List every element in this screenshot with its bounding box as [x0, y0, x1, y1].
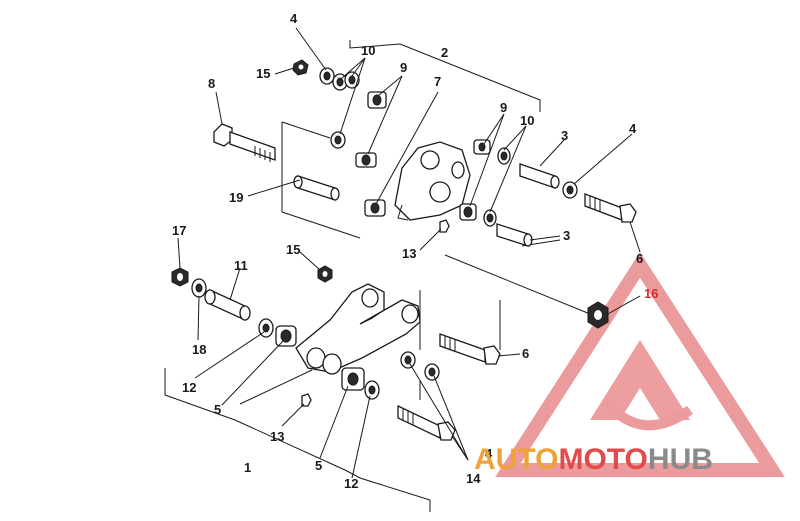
callout-1: 1 [244, 460, 251, 475]
leader-lines [177, 27, 641, 479]
washer-18 [191, 278, 207, 298]
automotohub-logo [495, 252, 785, 477]
callout-labels: 1 2 3 3 4 4 4 5 5 6 6 7 8 9 9 10 10 11 1… [172, 11, 658, 491]
bolt-14 [397, 404, 456, 441]
collar-11 [204, 288, 251, 322]
callout-4-lower: 4 [485, 446, 493, 461]
collar-3 [496, 163, 560, 247]
callout-14: 14 [466, 471, 481, 486]
bolt-6-lower [439, 333, 501, 365]
bolt-8 [213, 123, 276, 162]
seal-10-upper [330, 71, 360, 149]
callout-4-upper-left: 4 [290, 11, 298, 26]
callout-13-upper: 13 [402, 246, 416, 261]
callout-18: 18 [192, 342, 206, 357]
callout-2: 2 [441, 45, 448, 60]
wordmark-hub: HUB [648, 443, 713, 476]
bearing-9-right [459, 139, 491, 221]
callout-9-right: 9 [500, 100, 507, 115]
nut-15-lower [317, 265, 333, 283]
seal-10-right [483, 147, 511, 227]
callout-7: 7 [434, 74, 441, 89]
callout-9-upper-left: 9 [400, 60, 407, 75]
callout-3-lower: 3 [563, 228, 570, 243]
callout-11: 11 [234, 258, 248, 273]
automotohub-wordmark: AUTOMOTOHUB [474, 443, 713, 476]
callout-5-left: 5 [214, 402, 221, 417]
callout-4-upper-right: 4 [629, 121, 637, 136]
callout-6-upper: 6 [636, 251, 643, 266]
callout-19: 19 [229, 190, 243, 205]
collar-19 [293, 175, 340, 201]
svg-text:AUTOMOTOHUB: AUTOMOTOHUB [474, 443, 713, 476]
bearing-5-right [341, 367, 365, 391]
bearing-5-left [275, 325, 297, 347]
callout-15-upper: 15 [256, 66, 270, 81]
callout-12-left: 12 [182, 380, 196, 395]
nut-13-lower [301, 393, 312, 407]
washer-4-right [562, 181, 578, 199]
callout-16: 16 [644, 286, 658, 301]
bolt-6-upper [584, 193, 637, 223]
callout-8: 8 [208, 76, 215, 91]
wordmark-auto: AUTO [474, 443, 558, 476]
washer-4-upper [319, 67, 335, 85]
callout-10-right: 10 [520, 113, 534, 128]
callout-3-upper: 3 [561, 128, 568, 143]
bracket-assembly-1 [164, 254, 601, 512]
rocker-arm-7 [394, 141, 471, 221]
washer-4-lower [400, 351, 440, 381]
callout-6-lower: 6 [522, 346, 529, 361]
nut-15-upper [292, 59, 309, 76]
callout-5-right: 5 [315, 458, 322, 473]
relay-arm [295, 283, 421, 375]
callout-12-right: 12 [344, 476, 358, 491]
callout-13-lower: 13 [270, 429, 284, 444]
bearing-9 [355, 91, 387, 217]
callout-15-lower: 15 [286, 242, 300, 257]
callout-17: 17 [172, 223, 186, 238]
nut-16 [587, 301, 609, 329]
nut-17 [171, 267, 189, 287]
callout-10-upper-left: 10 [361, 43, 375, 58]
nut-13-upper [439, 219, 450, 233]
seal-12-right [364, 380, 380, 400]
wordmark-moto: MOTO [558, 443, 647, 476]
